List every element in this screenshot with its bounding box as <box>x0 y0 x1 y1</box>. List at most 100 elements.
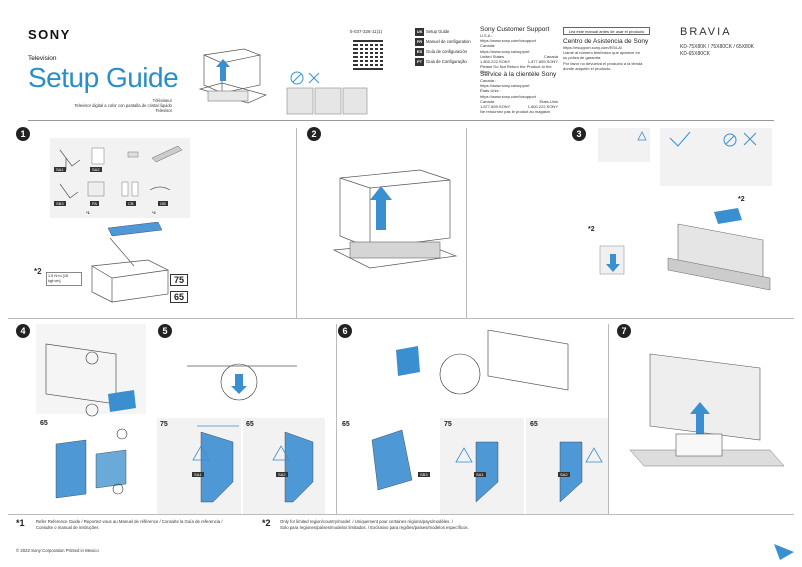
footnote-marker: *2 <box>262 518 271 528</box>
support-link[interactable]: https://www.sony.ca/support <box>480 83 530 89</box>
support-heading: Service à la clientèle Sony <box>480 71 557 78</box>
subtitle-line: Téléviseur <box>152 98 172 103</box>
support-link[interactable]: https://www.sony.com/tvsupport <box>480 38 536 44</box>
brand-logo: SONY <box>28 27 71 42</box>
part-number: 5-037-326-11(1) <box>350 29 383 34</box>
parts-illustration <box>59 145 183 199</box>
part-label: SA2 <box>276 472 288 477</box>
header-divider <box>28 120 774 121</box>
phone-number: 1.800.222.SONY <box>527 104 558 110</box>
size-tag-65: 65 <box>246 421 254 428</box>
part-label: SA1 <box>192 472 204 477</box>
product-line: BRAVIA <box>680 26 732 38</box>
footnote-2: Only for limited region/country/model. /… <box>280 519 469 530</box>
footnote-marker: *1 <box>16 518 25 528</box>
stand-box-illustration <box>90 222 170 303</box>
support-fr: Service à la clientèle Sony Canada : htt… <box>480 71 558 114</box>
column-divider <box>466 128 467 318</box>
part-label: SA1 <box>474 472 486 477</box>
insert-neck-illustration <box>187 363 314 503</box>
fasten-screws-illustration <box>371 330 603 503</box>
step-5-badge: 5 <box>158 324 172 338</box>
support-line: U.S.A.: <box>480 33 493 38</box>
support-line: Canada : <box>480 78 497 83</box>
next-page-icon <box>774 544 794 560</box>
support-line: donde adquirió el producto. <box>563 65 612 71</box>
phone-number: 1.877.899.SONY <box>480 104 511 110</box>
lang-code: PT <box>415 58 424 66</box>
support-line: Canada <box>543 53 558 59</box>
do-dont-panel <box>660 128 772 186</box>
footnote-text: Solo para regiones/países/modelos limita… <box>280 524 469 530</box>
lang-code: US <box>415 28 424 36</box>
subtitle: Téléviseur Televisor digital a color con… <box>60 98 172 113</box>
support-heading: Sony Customer Support <box>480 26 550 33</box>
footnote-text: Refer Reference Guide / Reportez-vous au… <box>36 519 223 524</box>
footnote-1: Refer Reference Guide / Reportez-vous au… <box>36 519 223 530</box>
lang-code: ES <box>415 48 424 56</box>
subtitle-line: Televisor digital a color con pantalla d… <box>74 103 172 108</box>
support-note: Ne retournez pas le produit au magasin <box>480 109 551 115</box>
lang-label: Guía de configuración <box>426 49 467 54</box>
support-en: Sony Customer Support U.S.A.: https://ww… <box>480 26 558 75</box>
support-line: États-Unis <box>539 98 558 104</box>
part-label: SA2 <box>90 167 102 172</box>
support-es: Centro de Asistencia de Sony https://esu… <box>563 38 663 71</box>
step-4-badge: 4 <box>16 324 30 338</box>
part-label: SA2 <box>558 472 570 477</box>
support-line: Llame al número telefónico que aparece e… <box>563 50 640 56</box>
qr-code-pattern <box>353 40 383 70</box>
footnote-marker: *2 <box>152 210 156 215</box>
part-label: SB3 <box>418 472 430 477</box>
size-tag-65: 65 <box>342 421 350 428</box>
page-title: Setup Guide <box>28 62 179 93</box>
size-tag-65: 65 <box>530 421 538 428</box>
size-tag-75: 75 <box>444 421 452 428</box>
box-lift-illustration <box>198 48 268 104</box>
column-divider <box>608 324 609 514</box>
phone-number: 1.877.899.SONY <box>527 59 558 65</box>
footnote-text: Only for limited region/country/model. /… <box>280 519 453 524</box>
part-label: GB <box>158 201 168 206</box>
copyright: © 2022 Sony Corporation Printed in Mexic… <box>16 548 99 553</box>
support-line: États-Unis : <box>480 88 501 94</box>
support-line: Canada: <box>480 43 496 49</box>
size-tag-65: 65 <box>40 420 48 427</box>
support-line: Por favor no devuelva el producto a la t… <box>563 60 643 66</box>
step-2-badge: 2 <box>307 127 321 141</box>
column-divider <box>296 128 297 318</box>
model-list: KD-75X80K / 75X80CK / 65X80K KD-65X80CK <box>680 44 754 57</box>
step-7-badge: 7 <box>617 324 631 338</box>
support-link[interactable]: https://www.sony.com/tvsupport <box>480 93 536 99</box>
phone-number: 1.800.222.SONY <box>480 59 511 65</box>
step-3-badge: 3 <box>572 127 586 141</box>
footnote-marker: *2 <box>34 267 42 276</box>
column-divider <box>336 324 337 514</box>
footnote-marker: *2 <box>588 226 595 233</box>
part-label: SB3 <box>54 201 66 206</box>
model-name: KD-75X80K / 75X80CK / 65X80K <box>680 44 754 50</box>
part-label: PA <box>90 201 100 206</box>
remove-box-illustration <box>332 169 458 269</box>
do-not-illustration <box>286 71 368 115</box>
step-6-badge: 6 <box>338 324 352 338</box>
support-link[interactable]: https://esupport.sony.com/ES/LA/ <box>563 45 623 50</box>
attach-stand-illustration <box>36 324 146 499</box>
model-name: KD-65X80CK <box>680 50 711 57</box>
support-heading: Centro de Asistencia de Sony <box>563 38 649 45</box>
size-tag-75: 75 <box>160 421 168 428</box>
stand-upright-illustration <box>629 353 785 467</box>
footnote-text: Consulte o manual de instruções <box>36 524 99 530</box>
lang-label: Setup Guide <box>426 29 450 34</box>
read-first-note: Lea este manual antes de usar el product… <box>563 27 650 35</box>
support-link[interactable]: https://www.sony.ca/support <box>480 48 530 54</box>
footnote-marker: *2 <box>738 196 745 203</box>
subtitle-line: Televisor <box>155 108 172 113</box>
lang-label: Manuel de configuration <box>426 39 471 44</box>
footnote-marker: *1 <box>86 210 90 215</box>
torque-note: 1.5 N·m {15 kgf·cm} <box>46 272 82 286</box>
